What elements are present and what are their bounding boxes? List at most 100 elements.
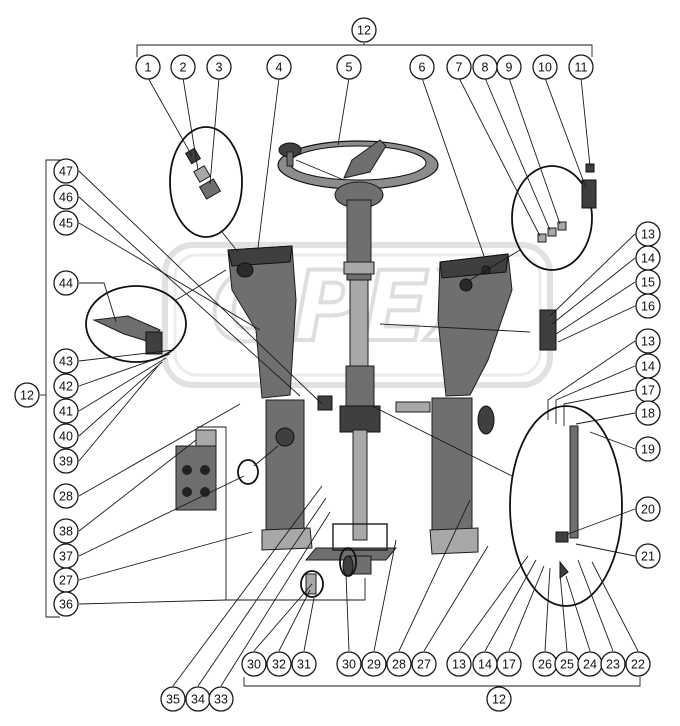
callout-number: 27 [59,574,73,588]
callout-c7: 7 [446,54,472,80]
callout-number: 28 [392,658,406,672]
callout-c14-b: 14 [635,353,661,379]
callout-circle [532,54,558,80]
callout-c14-a: 14 [635,245,661,271]
callout-number: 12 [492,693,506,707]
callout-circle [160,686,186,712]
callout-circle [409,54,435,80]
callout-number: 42 [59,380,73,394]
callout-circle [53,270,79,296]
callout-circle [53,158,79,184]
callout-number: 9 [506,61,513,75]
callout-number: 38 [59,525,73,539]
callout-c10: 10 [532,54,558,80]
callout-c27-b: 27 [411,651,437,677]
callout-number: 43 [59,355,73,369]
detail-arrows [175,231,531,477]
callout-number: 6 [419,61,426,75]
left-console [227,245,333,551]
callout-c28-left: 28 [53,483,79,509]
callout-number: 5 [346,61,353,75]
callout-circle [486,686,512,712]
callout-circle [635,400,661,426]
callout-number: 24 [583,658,597,672]
callout-circle [635,328,661,354]
callout-c9: 9 [496,54,522,80]
callout-c39: 39 [53,448,79,474]
callout-c16: 16 [635,293,661,319]
callout-number: 28 [59,490,73,504]
callout-circle [336,54,362,80]
callout-c43: 43 [53,348,79,374]
callout-circle [53,184,79,210]
callout-number: 14 [478,658,492,672]
callout-c32: 32 [266,651,292,677]
callout-number: 12 [20,389,34,403]
callout-circle [266,651,292,677]
callout-number: 47 [59,165,73,179]
callout-number: 11 [575,61,588,75]
callout-c42: 42 [53,373,79,399]
callout-c31: 31 [291,651,317,677]
callout-c6: 6 [409,54,435,80]
callout-circle [386,651,412,677]
callout-number: 41 [59,405,73,419]
callout-number: 14 [641,360,655,374]
callout-number: 17 [641,384,655,398]
callout-number: 35 [166,693,180,707]
callout-circle [496,651,522,677]
callout-number: 40 [59,430,73,444]
callout-c25: 25 [554,651,580,677]
callout-number: 31 [297,658,311,672]
callout-circle [351,17,377,43]
callout-number: 46 [59,191,73,205]
callout-number: 13 [452,658,466,672]
callout-c18: 18 [635,400,661,426]
callout-number: 14 [641,252,655,266]
callout-c33: 33 [208,686,234,712]
callout-number: 17 [502,658,516,672]
callout-number: 21 [641,550,655,564]
callout-c19: 19 [635,436,661,462]
callout-c23: 23 [600,651,626,677]
callout-c4: 4 [266,54,292,80]
callout-c21: 21 [635,543,661,569]
callout-circle [53,348,79,374]
callout-c35: 35 [160,686,186,712]
callout-number: 36 [59,598,73,612]
callout-circle [336,651,362,677]
callout-c37: 37 [53,543,79,569]
callout-c17-b: 17 [496,651,522,677]
callout-c2: 2 [170,54,196,80]
callout-c17-a: 17 [635,377,661,403]
callout-c24: 24 [577,651,603,677]
callout-number: 30 [342,658,356,672]
callout-number: 16 [641,300,655,314]
callout-c45: 45 [53,210,79,236]
callout-number: 3 [216,61,223,75]
callout-number: 34 [191,693,205,707]
callout-circle [53,423,79,449]
callout-c12-left: 12 [14,382,40,408]
callout-circle [53,518,79,544]
callout-c29: 29 [361,651,387,677]
callout-circle [568,54,594,80]
callout-circle [635,543,661,569]
callout-circle [600,651,626,677]
callout-c15: 15 [635,269,661,295]
callout-number: 8 [482,61,489,75]
callout-c30-a: 30 [241,651,267,677]
callout-number: 37 [59,550,73,564]
callout-number: 32 [272,658,286,672]
callout-c47: 47 [53,158,79,184]
callout-number: 12 [357,24,371,38]
callout-c26: 26 [532,651,558,677]
callout-number: 20 [641,503,655,517]
callout-c41: 41 [53,398,79,424]
callout-number: 30 [247,658,261,672]
callout-c22: 22 [625,651,651,677]
callout-c44: 44 [53,270,79,296]
callout-number: 25 [560,658,574,672]
callout-c12-bottom: 12 [486,686,512,712]
